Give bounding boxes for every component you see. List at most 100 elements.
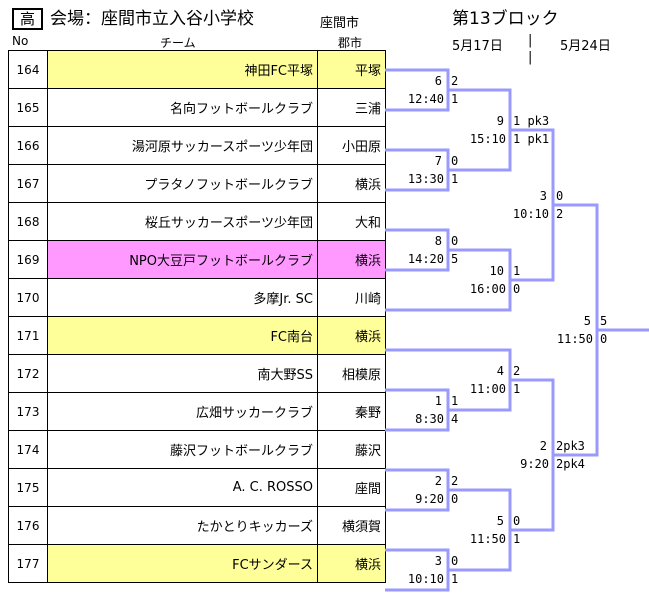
team-city: 川崎 [317, 278, 386, 317]
match-time: 14:20 [407, 252, 444, 266]
team-name: A. C. ROSSO [47, 468, 318, 507]
team-city: 小田原 [317, 126, 386, 165]
team-name: たかとりキッカーズ [47, 506, 318, 545]
score-top: 1 [434, 394, 442, 408]
team-number: 172 [8, 354, 48, 393]
bracket-line [510, 128, 555, 282]
team-name: 桜丘サッカースポーツ少年団 [47, 202, 318, 241]
team-city: 秦野 [317, 392, 386, 431]
team-number: 175 [8, 468, 48, 507]
score-winner: 1 [451, 394, 459, 408]
score-bottom: 2 [556, 207, 564, 221]
score-winner: 2 [451, 474, 459, 488]
match-time: 16:00 [469, 282, 506, 296]
score-bottom: 1 [451, 92, 459, 106]
team-number: 171 [8, 316, 48, 355]
team-city: 横浜 [317, 544, 386, 583]
match-time: 10:10 [407, 572, 444, 586]
match-time: 12:40 [407, 92, 444, 106]
team-city: 横浜 [317, 240, 386, 279]
team-name: 広畑サッカークラブ [47, 392, 318, 431]
team-name: 湯河原サッカースポーツ少年団 [47, 126, 318, 165]
score-top: 5 [496, 514, 504, 528]
team-name: FCサンダース [47, 544, 318, 583]
bracket-line [510, 378, 555, 532]
match-time: 10:10 [512, 207, 549, 221]
bracket-line [553, 203, 599, 457]
team-city: 横浜 [317, 316, 386, 355]
score-winner: 2 [513, 364, 521, 378]
score-winner: 2 [451, 74, 459, 88]
team-city: 藤沢 [317, 430, 386, 469]
team-city: 横浜 [317, 164, 386, 203]
team-name: NPO大豆戸フットボールクラブ [47, 240, 318, 279]
match-time: 9:20 [520, 457, 549, 471]
score-winner: 5 [600, 314, 608, 328]
score-top: 7 [434, 154, 442, 168]
date-round2: 5月24日 [560, 39, 611, 54]
score-bottom: 0 [513, 282, 521, 296]
match-time: 13:30 [407, 172, 444, 186]
block-title: 第13ブロック [452, 9, 559, 29]
score-bottom: 4 [451, 412, 459, 426]
match-time: 11:00 [469, 382, 506, 396]
score-top: 5 [583, 314, 591, 328]
match-time: 11:50 [469, 532, 506, 546]
score-winner: 0 [451, 234, 459, 248]
team-city: 相模原 [317, 354, 386, 393]
team-name: 藤沢フットボールクラブ [47, 430, 318, 469]
team-number: 167 [8, 164, 48, 203]
match-time: 9:20 [415, 492, 444, 506]
score-bottom: 1 pk1 [513, 132, 550, 146]
score-top: 2 [434, 474, 442, 488]
score-top: 3 [434, 554, 442, 568]
venue-city: 座間市 [320, 16, 360, 31]
score-top: 3 [539, 189, 547, 203]
score-bottom: 1 [513, 532, 521, 546]
score-winner: 0 [451, 554, 459, 568]
score-top: 8 [434, 234, 442, 248]
score-bottom: 2pk4 [556, 457, 585, 471]
level-badge: 高 [12, 8, 43, 30]
team-city: 横須賀 [317, 506, 386, 545]
score-winner: 1 pk3 [513, 114, 550, 128]
score-bottom: 0 [451, 492, 459, 506]
team-city: 三浦 [317, 88, 386, 127]
score-bottom: 1 [513, 382, 521, 396]
date-separator-2: | [528, 50, 533, 65]
team-number: 176 [8, 506, 48, 545]
team-number: 165 [8, 88, 48, 127]
date-round1: 5月17日 [452, 39, 503, 54]
score-top: 2 [539, 439, 547, 453]
team-city: 平塚 [317, 50, 386, 89]
match-time: 8:30 [415, 412, 444, 426]
date-separator: | [528, 33, 533, 48]
score-winner: 0 [451, 154, 459, 168]
team-name: FC南台 [47, 316, 318, 355]
score-winner: 0 [513, 514, 521, 528]
column-header-city: 郡市 [338, 36, 363, 50]
score-top: 10 [489, 264, 504, 278]
team-name: 神田FC平塚 [47, 50, 318, 89]
score-bottom: 1 [451, 572, 459, 586]
column-header-no: No [12, 34, 29, 48]
match-time: 11:50 [556, 332, 593, 346]
score-winner: 1 [513, 264, 521, 278]
score-bottom: 5 [451, 252, 459, 266]
score-bottom: 1 [451, 172, 459, 186]
score-winner: 2pk3 [556, 439, 585, 453]
score-winner: 0 [556, 189, 564, 203]
score-top: 9 [496, 114, 504, 128]
